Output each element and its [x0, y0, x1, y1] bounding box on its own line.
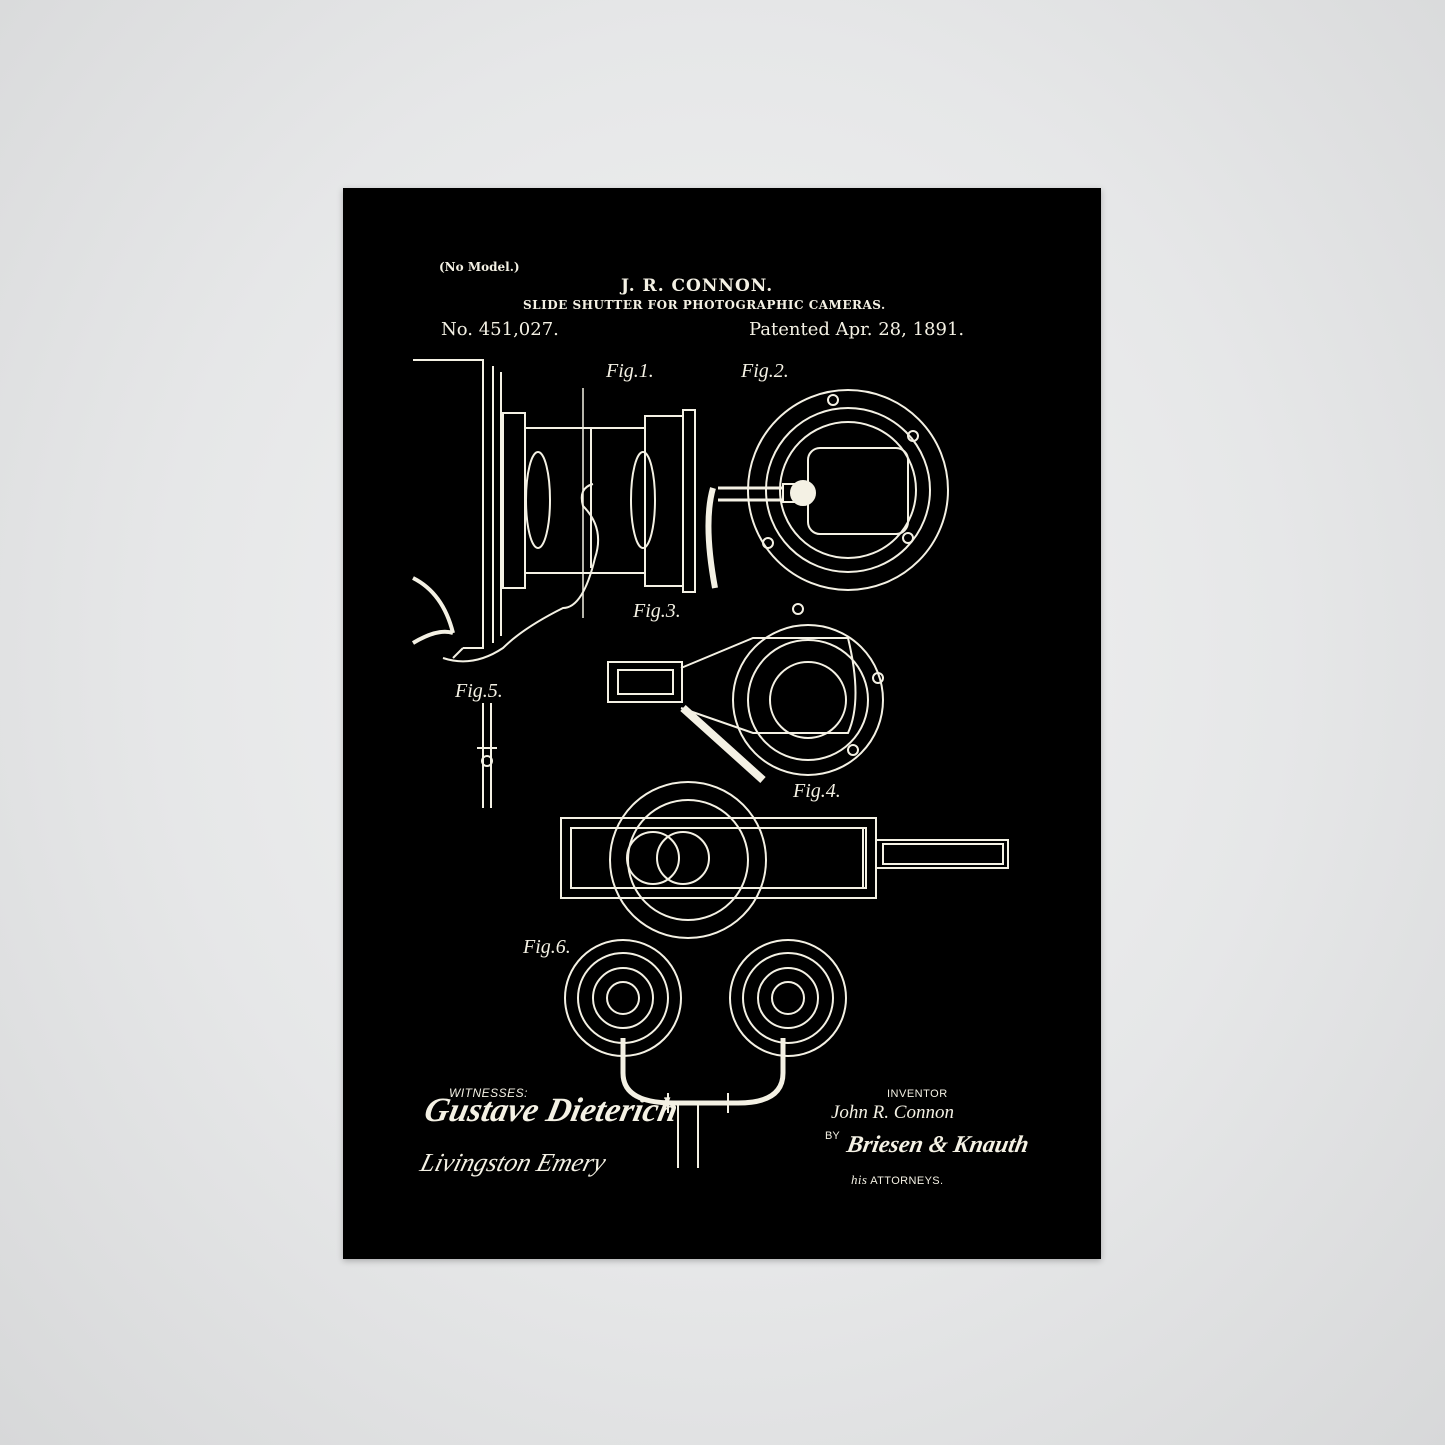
fig1-drawing — [411, 359, 696, 663]
witness-signature-2: Livingston Emery — [417, 1148, 610, 1177]
fig2-label: Fig.2. — [741, 360, 789, 382]
witnesses-label: WITNESSES: — [449, 1086, 529, 1100]
fig3-drawing — [607, 603, 884, 783]
patent-title: SLIDE SHUTTER FOR PHOTOGRAPHIC CAMERAS. — [523, 298, 886, 312]
fig5-drawing — [477, 703, 497, 808]
attorneys-label: his ATTORNEYS. — [851, 1172, 944, 1188]
patent-drawing — [411, 359, 1009, 1168]
by-label: BY — [825, 1130, 840, 1142]
inventor-header: J. R. CONNON. — [621, 276, 774, 296]
witness-signature-1: Gustave Dieterich — [421, 1092, 682, 1129]
his-word: his — [851, 1172, 868, 1187]
patent-date: Patented Apr. 28, 1891. — [749, 319, 965, 340]
fig4-drawing — [560, 781, 1009, 939]
attorneys-word: ATTORNEYS. — [870, 1175, 944, 1187]
inventor-signature: John R. Connon — [831, 1102, 954, 1123]
fig6-drawing — [564, 939, 847, 1168]
fig6-label: Fig.6. — [523, 936, 571, 958]
no-model-note: (No Model.) — [439, 260, 520, 274]
fig2-drawing — [705, 389, 949, 591]
patent-number: No. 451,027. — [441, 319, 559, 340]
patent-poster: (No Model.) J. R. CONNON. SLIDE SHUTTER … — [343, 188, 1101, 1259]
inventor-label: INVENTOR — [887, 1088, 948, 1100]
fig1-label: Fig.1. — [606, 360, 654, 382]
attorney-signature: Briesen & Knauth — [844, 1132, 1031, 1158]
fig4-label: Fig.4. — [793, 780, 841, 802]
fig3-label: Fig.3. — [633, 600, 681, 622]
fig5-label: Fig.5. — [455, 680, 503, 702]
